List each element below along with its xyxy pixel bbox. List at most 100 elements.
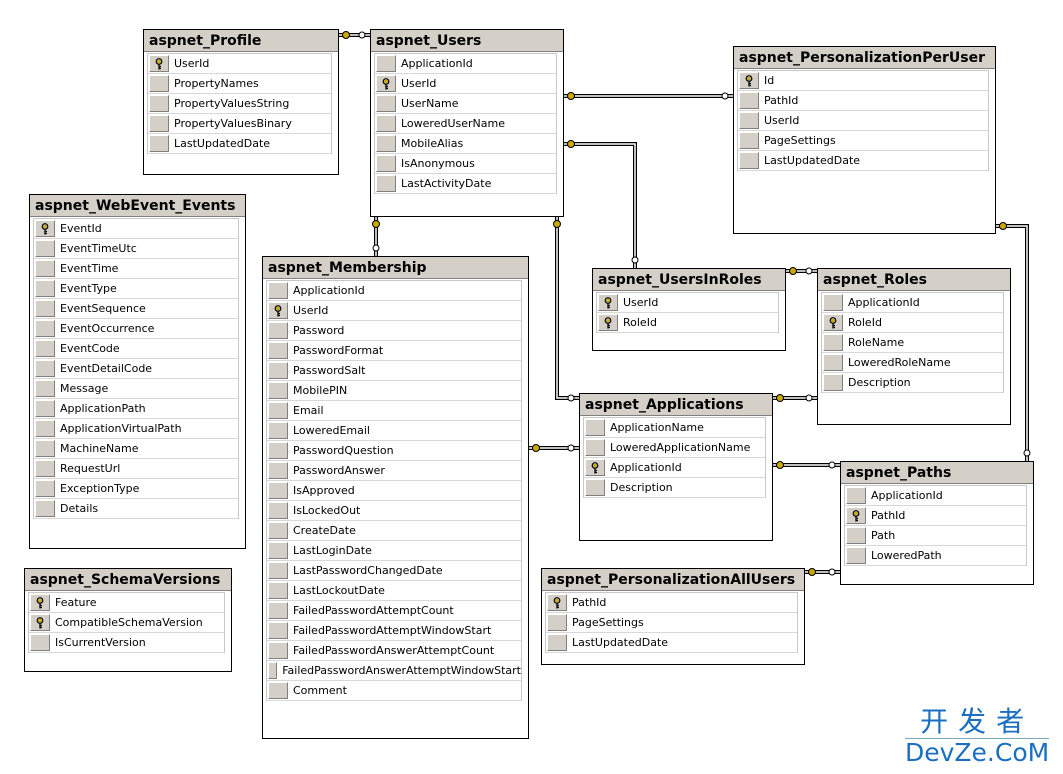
column-row[interactable]: EventDetailCode (34, 359, 238, 379)
table-title[interactable]: aspnet_Membership (268, 260, 427, 276)
column-row[interactable]: Description (822, 373, 1003, 393)
column-row[interactable]: PasswordSalt (267, 361, 521, 381)
table-title[interactable]: aspnet_PersonalizationAllUsers (547, 572, 796, 588)
column-row[interactable]: MachineName (34, 439, 238, 459)
column-name: FailedPasswordAttemptWindowStart (293, 624, 492, 637)
column-row[interactable]: ApplicationId (845, 486, 1026, 506)
column-row[interactable]: FailedPasswordAnswerAttemptWindowStart (267, 661, 521, 681)
column-row[interactable]: Details (34, 499, 238, 519)
column-row[interactable]: RoleName (822, 333, 1003, 353)
column-row[interactable]: Description (584, 478, 765, 498)
column-row[interactable]: EventSequence (34, 299, 238, 319)
column-row[interactable]: Id (738, 71, 988, 91)
column-row[interactable]: LoweredEmail (267, 421, 521, 441)
column-row[interactable]: ApplicationId (822, 293, 1003, 313)
column-row[interactable]: ApplicationId (267, 281, 521, 301)
column-row[interactable]: UserId (267, 301, 521, 321)
column-row[interactable]: IsApproved (267, 481, 521, 501)
column-row[interactable]: PasswordFormat (267, 341, 521, 361)
column-row[interactable]: LastPasswordChangedDate (267, 561, 521, 581)
column-row[interactable]: EventTime (34, 259, 238, 279)
column-row[interactable]: LoweredApplicationName (584, 438, 765, 458)
column-row[interactable]: LastLockoutDate (267, 581, 521, 601)
table-title[interactable]: aspnet_WebEvent_Events (35, 198, 236, 214)
column-row[interactable]: ApplicationPath (34, 399, 238, 419)
column-row[interactable]: LastActivityDate (375, 174, 556, 194)
column-row[interactable]: EventCode (34, 339, 238, 359)
table-title[interactable]: aspnet_Paths (846, 465, 952, 481)
column-row[interactable]: LastUpdatedDate (148, 134, 331, 154)
column-row[interactable]: PathId (845, 506, 1026, 526)
column-row[interactable]: FailedPasswordAttemptCount (267, 601, 521, 621)
column-row[interactable]: PageSettings (546, 613, 797, 633)
table-title[interactable]: aspnet_Users (376, 33, 482, 49)
column-row[interactable]: LastLoginDate (267, 541, 521, 561)
column-row[interactable]: EventType (34, 279, 238, 299)
column-row[interactable]: PasswordAnswer (267, 461, 521, 481)
column-row[interactable]: EventId (34, 219, 238, 239)
column-row[interactable]: IsCurrentVersion (29, 633, 224, 653)
column-row[interactable]: PageSettings (738, 131, 988, 151)
column-row[interactable]: LoweredRoleName (822, 353, 1003, 373)
column-row[interactable]: Feature (29, 593, 224, 613)
column-row[interactable]: Email (267, 401, 521, 421)
column-row[interactable]: ApplicationVirtualPath (34, 419, 238, 439)
column-row[interactable]: EventTimeUtc (34, 239, 238, 259)
table-title[interactable]: aspnet_UsersInRoles (598, 272, 762, 288)
table-title[interactable]: aspnet_PersonalizationPerUser (739, 50, 986, 66)
column-row[interactable]: MobileAlias (375, 134, 556, 154)
row-selector (268, 282, 288, 299)
column-row[interactable]: PathId (738, 91, 988, 111)
column-row[interactable]: IsAnonymous (375, 154, 556, 174)
column-row[interactable]: Comment (267, 681, 521, 701)
table-title[interactable]: aspnet_Applications (585, 397, 744, 413)
column-row[interactable]: CompatibleSchemaVersion (29, 613, 224, 633)
column-name: Feature (55, 596, 97, 609)
column-row[interactable]: ApplicationId (584, 458, 765, 478)
column-row[interactable]: RoleId (597, 313, 778, 333)
column-row[interactable]: UserId (738, 111, 988, 131)
column-row[interactable]: CreateDate (267, 521, 521, 541)
column-row[interactable]: ApplicationId (375, 54, 556, 74)
column-row[interactable]: FailedPasswordAnswerAttemptCount (267, 641, 521, 661)
column-row[interactable]: LoweredPath (845, 546, 1026, 566)
column-row[interactable]: PropertyNames (148, 74, 331, 94)
column-row[interactable]: EventOccurrence (34, 319, 238, 339)
column-row[interactable]: FailedPasswordAttemptWindowStart (267, 621, 521, 641)
column-row[interactable]: LastUpdatedDate (546, 633, 797, 653)
table-title[interactable]: aspnet_Profile (149, 33, 262, 49)
column-row[interactable]: MobilePIN (267, 381, 521, 401)
column-row[interactable]: Password (267, 321, 521, 341)
column-row[interactable]: PasswordQuestion (267, 441, 521, 461)
column-row[interactable]: RequestUrl (34, 459, 238, 479)
column-row[interactable]: LoweredUserName (375, 114, 556, 134)
column-row[interactable]: Path (845, 526, 1026, 546)
column-row[interactable]: RoleId (822, 313, 1003, 333)
column-row[interactable]: ExceptionType (34, 479, 238, 499)
column-row[interactable]: UserId (597, 293, 778, 313)
column-row[interactable]: IsLockedOut (267, 501, 521, 521)
table-title[interactable]: aspnet_SchemaVersions (30, 572, 221, 588)
column-row[interactable]: ApplicationName (584, 418, 765, 438)
column-row[interactable]: PropertyValuesString (148, 94, 331, 114)
column-row[interactable]: UserId (148, 54, 331, 74)
column-row[interactable]: UserId (375, 74, 556, 94)
table-title[interactable]: aspnet_Roles (823, 272, 927, 288)
column-row[interactable]: UserName (375, 94, 556, 114)
infinity-end-icon (358, 31, 366, 39)
column-row[interactable]: PathId (546, 593, 797, 613)
column-row[interactable]: Message (34, 379, 238, 399)
column-row[interactable]: PropertyValuesBinary (148, 114, 331, 134)
column-row[interactable]: LastUpdatedDate (738, 151, 988, 171)
